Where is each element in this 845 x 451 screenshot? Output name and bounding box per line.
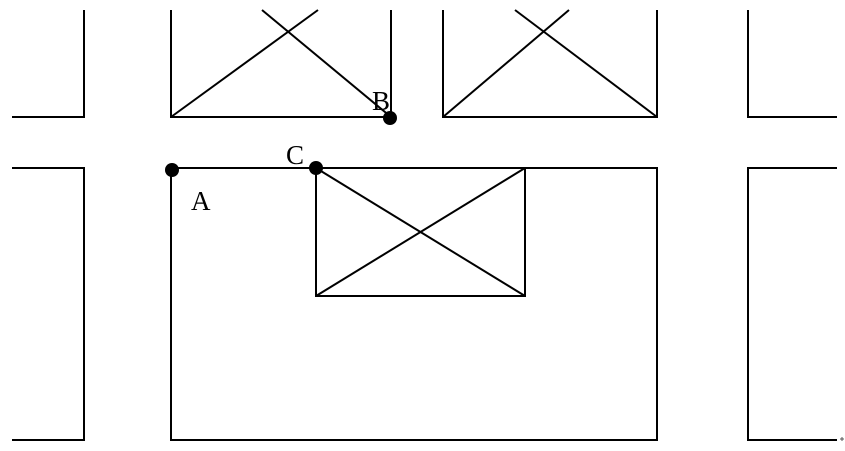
block-top-middle-right-diagonal-2 xyxy=(514,9,658,118)
block-bottom-middle-outline xyxy=(170,167,658,441)
block-top-right-outline xyxy=(747,10,837,118)
point-b-label: B xyxy=(372,86,390,116)
block-top-middle-left xyxy=(170,9,392,118)
point-a-label: A xyxy=(191,186,211,216)
point-c-label: C xyxy=(286,140,304,170)
block-top-middle-right xyxy=(442,9,658,118)
inner-building xyxy=(315,167,526,297)
block-bottom-right-outline xyxy=(747,167,837,441)
block-top-middle-left-diagonal-1 xyxy=(170,9,319,118)
block-top-middle-left-outline xyxy=(170,10,392,118)
point-c-marker xyxy=(309,161,323,175)
block-top-middle-right-diagonal-1 xyxy=(442,9,570,118)
inner-building-diagonal-2 xyxy=(315,167,526,297)
block-top-left-outline xyxy=(12,10,85,118)
point-a-marker xyxy=(165,163,179,177)
block-top-middle-right-outline xyxy=(442,10,658,118)
block-top-middle-left-diagonal-2 xyxy=(261,9,392,118)
inner-building-outline xyxy=(315,167,526,297)
block-bottom-left-outline xyxy=(12,167,85,441)
point-b-marker xyxy=(383,111,397,125)
